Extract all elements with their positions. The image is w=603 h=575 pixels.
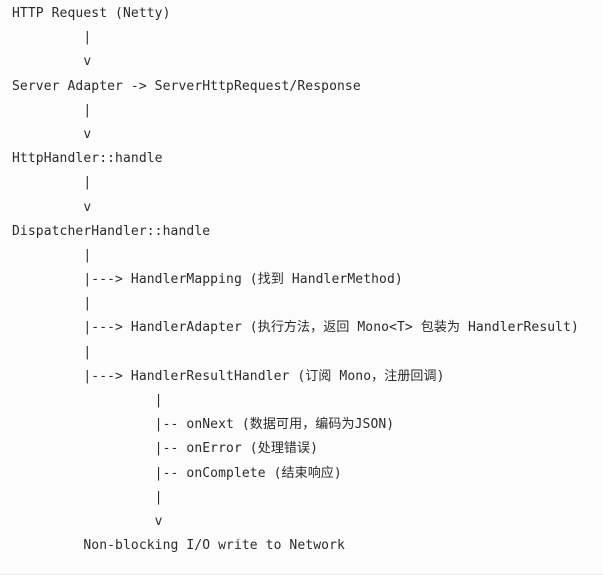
code-line-non-blocking-io: Non-blocking I/O write to Network: [12, 538, 345, 554]
code-line-on-error: |-- onError (处理错误): [12, 441, 319, 457]
code-line-pipe: |: [12, 175, 92, 191]
code-line-handler-result-handler: |---> HandlerResultHandler (订阅 Mono，注册回调…: [12, 368, 445, 384]
code-line-pipe: |: [12, 296, 92, 312]
code-line-arrow-down: v: [12, 199, 92, 215]
code-line-handler-mapping: |---> HandlerMapping (找到 HandlerMethod): [12, 272, 403, 288]
code-line-pipe: |: [12, 102, 92, 118]
code-line-arrow-down: v: [12, 54, 92, 70]
code-line-pipe: |: [12, 344, 92, 360]
code-line-arrow-down: v: [12, 126, 92, 142]
code-line-http-handler: HttpHandler::handle: [12, 151, 163, 167]
code-line-pipe: |: [12, 489, 163, 505]
code-line-on-complete: |-- onComplete (结束响应): [12, 465, 342, 481]
code-line-server-adapter: Server Adapter -> ServerHttpRequest/Resp…: [12, 78, 361, 94]
code-line-arrow-down: v: [12, 513, 163, 529]
code-line-pipe: |: [12, 247, 92, 263]
code-line-pipe: |: [12, 393, 163, 408]
code-line-on-next: |-- onNext (数据可用，编码为JSON): [12, 417, 395, 433]
code-line-pipe: |: [12, 30, 92, 46]
code-line-handler-adapter: |---> HandlerAdapter (执行方法，返回 Mono<T> 包装…: [12, 320, 579, 336]
code-line-dispatcher-handler: DispatcherHandler::handle: [12, 223, 211, 239]
code-line-http-request: HTTP Request (Netty): [12, 6, 171, 21]
